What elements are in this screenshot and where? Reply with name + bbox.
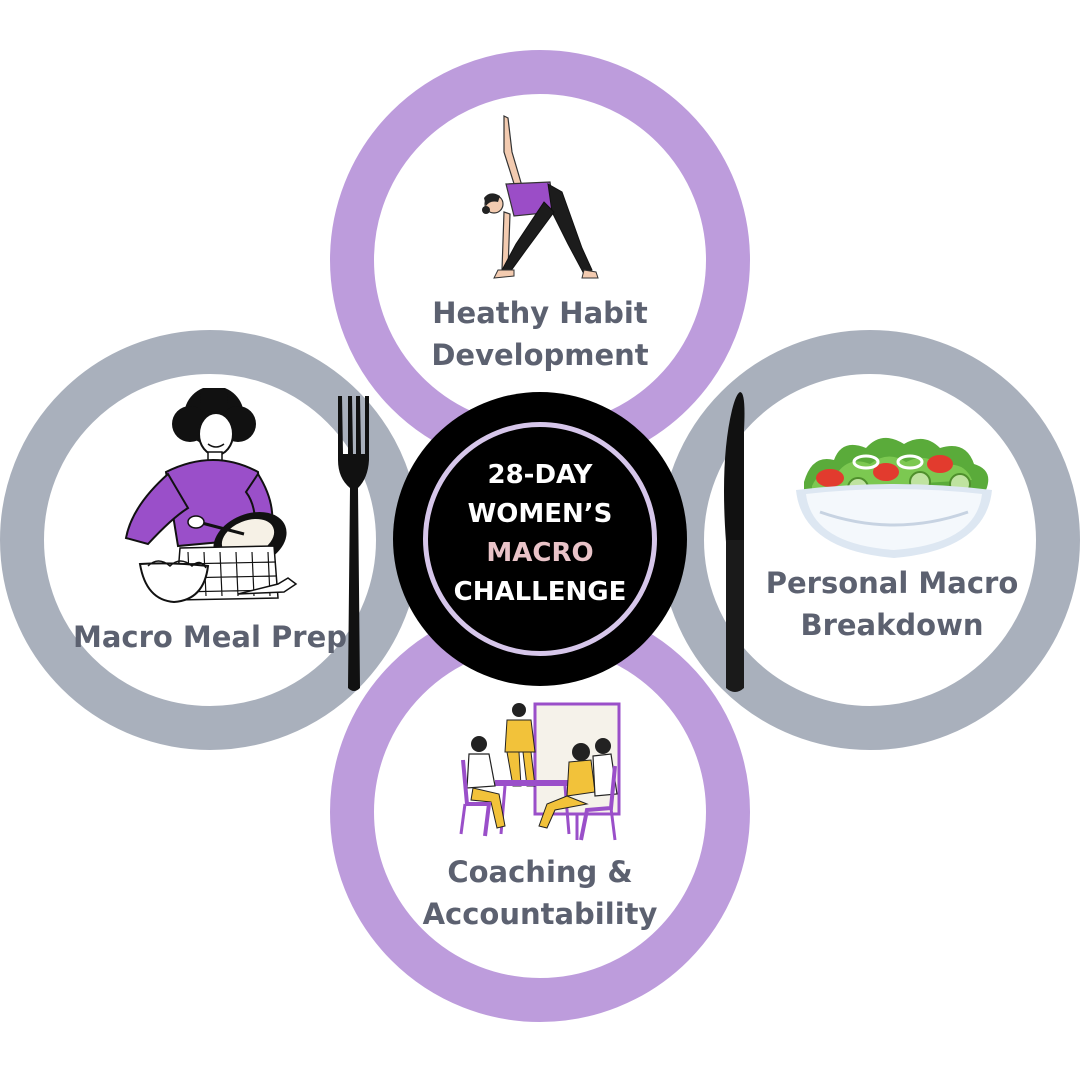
label-healthy-habit: Heathy Habit Development — [390, 292, 690, 376]
label-personal-macro-line1: Personal Macro — [765, 566, 1019, 600]
yoga-pose-icon — [482, 115, 599, 279]
knife-icon — [724, 392, 745, 692]
label-coaching: Coaching & Accountability — [390, 851, 690, 935]
salad-bowl-icon — [796, 437, 992, 558]
team-meeting-icon — [459, 702, 621, 841]
label-personal-macro: Personal Macro Breakdown — [752, 562, 1032, 646]
label-healthy-habit-line1: Heathy Habit — [432, 296, 648, 330]
fork-icon — [338, 396, 369, 691]
label-healthy-habit-line2: Development — [431, 338, 649, 372]
center-title-line2: WOMEN’S — [467, 499, 613, 529]
center-title-line4: CHALLENGE — [453, 577, 627, 607]
woman-cooking-icon — [124, 388, 298, 603]
label-coaching-line1: Coaching & — [447, 855, 633, 889]
label-macro-meal-prep: Macro Meal Prep — [60, 616, 360, 658]
center-title: 28-DAY WOMEN’S MACRO CHALLENGE — [420, 456, 660, 612]
label-coaching-line2: Accountability — [422, 897, 658, 931]
center-plate-rim — [423, 422, 657, 656]
label-personal-macro-line2: Breakdown — [800, 608, 984, 642]
center-title-line1: 28-DAY — [487, 460, 593, 490]
label-macro-meal-prep-line1: Macro Meal Prep — [72, 620, 348, 654]
center-title-line3: MACRO — [486, 538, 594, 568]
